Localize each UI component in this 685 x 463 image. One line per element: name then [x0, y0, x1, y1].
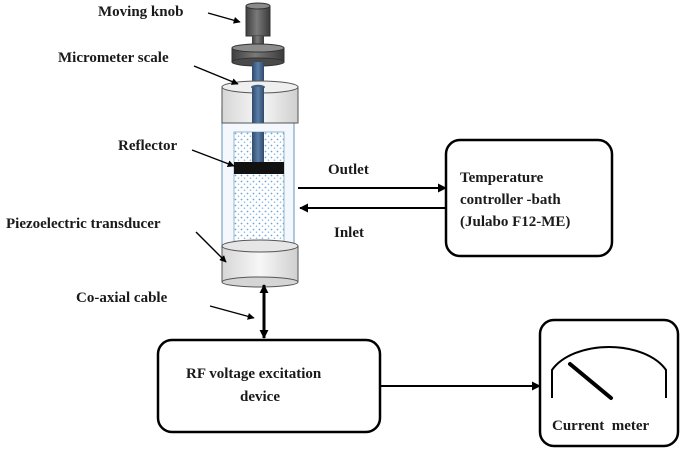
- temperature-bath-line3: (Julabo F12-ME): [460, 214, 570, 230]
- rf-device-box: [156, 338, 382, 434]
- reflector-label: Reflector: [118, 138, 177, 154]
- outlet-label: Outlet: [328, 162, 369, 178]
- micrometer-scale-disk: [231, 43, 285, 67]
- top-cap: [221, 80, 299, 124]
- moving-knob: [245, 2, 271, 48]
- reflector-plate: [234, 162, 284, 174]
- transducer-base: [221, 239, 299, 288]
- current-meter-label: Current meter: [552, 418, 650, 434]
- rf-device-line1: RF voltage excitation: [186, 366, 322, 382]
- rf-device-line2: device: [240, 389, 280, 405]
- inlet-label: Inlet: [334, 225, 364, 241]
- meter-gauge: [551, 345, 667, 400]
- temperature-bath-line1: Temperature: [460, 170, 544, 186]
- reflector-pointer: [191, 149, 235, 168]
- coaxial-cable-label: Co-axial cable: [76, 290, 168, 306]
- interferometer-cell: [221, 2, 299, 288]
- piezoelectric-transducer-label: Piezoelectric transducer: [6, 216, 161, 232]
- micrometer-scale-label: Micrometer scale: [58, 50, 169, 66]
- meter-needle: [568, 362, 613, 400]
- transducer-pointer: [195, 231, 227, 263]
- temperature-bath-box: [444, 138, 614, 258]
- moving-knob-pointer: [207, 12, 241, 24]
- moving-knob-label: Moving knob: [98, 4, 183, 20]
- coaxial-cable-pointer: [209, 305, 255, 320]
- micrometer-scale-pointer: [193, 65, 239, 85]
- current-meter-box: [538, 318, 680, 448]
- temperature-bath-line2: controller -bath: [460, 192, 561, 208]
